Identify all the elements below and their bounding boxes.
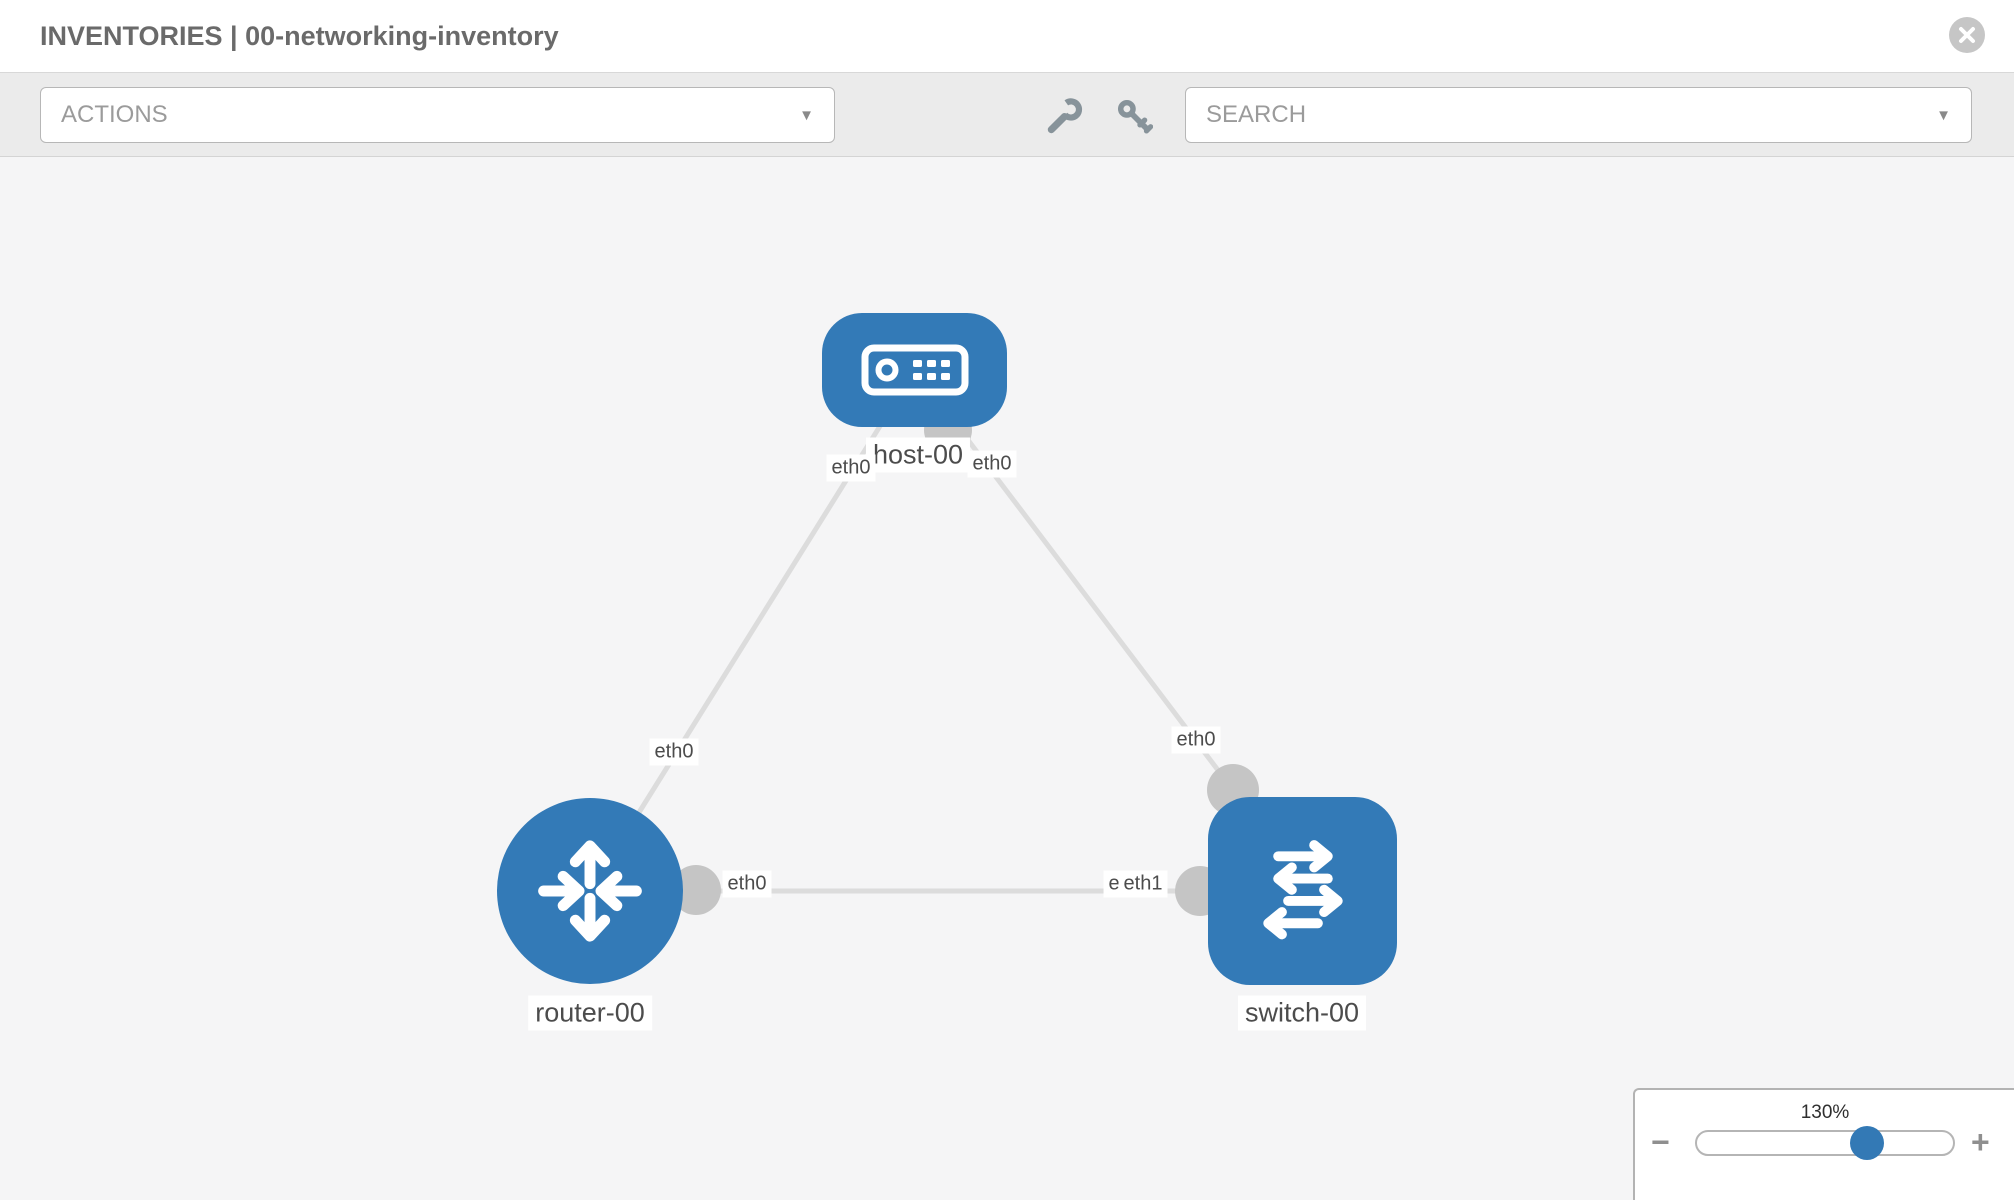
toolbar: ACTIONS ▼ SEARCH ▼ bbox=[0, 72, 2014, 157]
chevron-down-icon: ▼ bbox=[1936, 106, 1951, 124]
interface-label: eth0 bbox=[1171, 726, 1221, 754]
node-switch-00[interactable] bbox=[1208, 797, 1397, 985]
actions-dropdown-label: ACTIONS bbox=[61, 101, 168, 128]
zoom-panel: 130% − + bbox=[1633, 1088, 2014, 1200]
key-icon bbox=[1117, 99, 1153, 134]
search-dropdown[interactable]: SEARCH ▼ bbox=[1185, 87, 1972, 143]
search-dropdown-label: SEARCH bbox=[1206, 101, 1307, 128]
node-label-switch-00: switch-00 bbox=[1237, 995, 1367, 1031]
interface-label: eth0 bbox=[722, 870, 772, 898]
close-icon bbox=[1959, 27, 1975, 43]
configure-network-button[interactable] bbox=[1044, 95, 1086, 137]
close-button[interactable] bbox=[1949, 17, 1985, 53]
topology-canvas[interactable]: host-00 router-00 switch-00 eth0 eth0 et… bbox=[0, 157, 2014, 1200]
host-icon bbox=[861, 344, 968, 396]
router-icon bbox=[538, 840, 642, 942]
node-label-router-00: router-00 bbox=[528, 995, 652, 1031]
interface-label: eth0 bbox=[649, 738, 699, 766]
zoom-in-button[interactable]: + bbox=[1971, 1124, 1990, 1160]
page-title: INVENTORIES | 00-networking-inventory bbox=[40, 21, 559, 51]
credentials-button[interactable] bbox=[1113, 95, 1155, 137]
zoom-slider-track[interactable] bbox=[1695, 1126, 1955, 1160]
zoom-slider-handle[interactable] bbox=[1850, 1126, 1884, 1160]
actions-dropdown[interactable]: ACTIONS ▼ bbox=[40, 87, 835, 143]
zoom-level-value: 130% bbox=[1800, 1102, 1850, 1123]
wrench-icon bbox=[1047, 98, 1083, 134]
switch-icon bbox=[1262, 840, 1343, 940]
port-router-eth0 bbox=[671, 865, 721, 915]
interface-label: eth1 bbox=[1118, 870, 1168, 898]
topology-graph bbox=[587, 368, 1302, 916]
zoom-out-button[interactable]: − bbox=[1651, 1124, 1670, 1160]
node-router-00[interactable] bbox=[497, 798, 683, 984]
chevron-down-icon: ▼ bbox=[799, 106, 814, 124]
node-host-00[interactable] bbox=[822, 313, 1007, 427]
header: INVENTORIES | 00-networking-inventory bbox=[0, 0, 2014, 72]
interface-label: eth0 bbox=[967, 450, 1017, 478]
interface-label: eth0 bbox=[826, 454, 876, 482]
node-label-host-00: host-00 bbox=[865, 437, 971, 473]
